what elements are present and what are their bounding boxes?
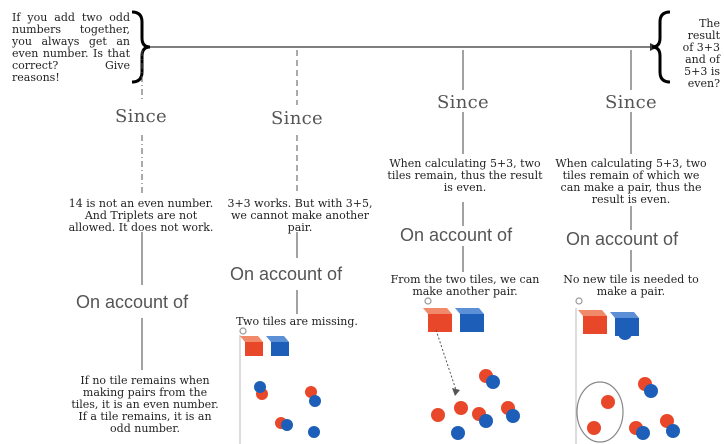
tile-blue [506,409,520,423]
start-question: If you add two odd numbers together, you… [12,11,130,84]
tile-red [454,401,468,415]
right-brace [651,10,671,84]
col4-claim: When calculating 5+3, two tiles remain o… [555,157,707,206]
panel4-blue-box [610,312,639,340]
end-question: The result of 3+3 and of 5+3 is even? [682,17,720,90]
tile-blue [486,375,500,389]
col2-reason: Two tiles are missing. [236,315,358,328]
tile-red [305,386,317,398]
col2-on-account-of-label: On account of [230,264,343,284]
col1-reason: If no tile remains when making pairs fro… [71,374,219,435]
tile-blue [451,426,465,440]
tile-red [587,421,601,435]
move-arrow [435,329,457,391]
col1-since-label: Since [115,106,167,127]
panel4-handle [575,297,583,305]
panel3-red-box [423,308,452,332]
col3-on-account-of-label: On account of [400,225,513,245]
col3-claim: When calculating 5+3, two tiles remain, … [387,157,543,194]
left-brace [131,10,151,84]
tile-blue [308,426,320,438]
col3-reason: From the two tiles, we can make another … [390,273,540,298]
panel2-red-box [240,336,263,356]
tile-blue [636,426,650,440]
panel2-blue-box [266,336,289,356]
tile-blue [479,414,493,428]
panel3-handle [424,297,432,305]
col4-reason: No new tile is needed to make a pair. [563,273,699,298]
tile-red [431,408,445,422]
col3-since-label: Since [437,92,489,113]
col4-since-label: Since [605,92,657,113]
tile-red [601,395,615,409]
panel4-red-box [578,310,607,334]
panel3-blue-box [455,308,484,332]
tile-blue [644,384,658,398]
col2-since-label: Since [271,108,323,129]
panel2-handle [239,327,247,335]
pair-ellipse [576,381,624,443]
move-arrow-head [452,388,460,396]
col2-claim: 3+3 works. But with 3+5, we cannot make … [227,197,373,234]
tile-blue [281,419,293,431]
tile-blue [254,381,266,393]
col1-on-account-of-label: On account of [76,292,189,312]
col4-on-account-of-label: On account of [566,229,679,249]
col1-claim: 14 is not an even number. And Triplets a… [68,197,214,234]
tile-blue [666,424,680,438]
tile-blue [309,395,321,407]
